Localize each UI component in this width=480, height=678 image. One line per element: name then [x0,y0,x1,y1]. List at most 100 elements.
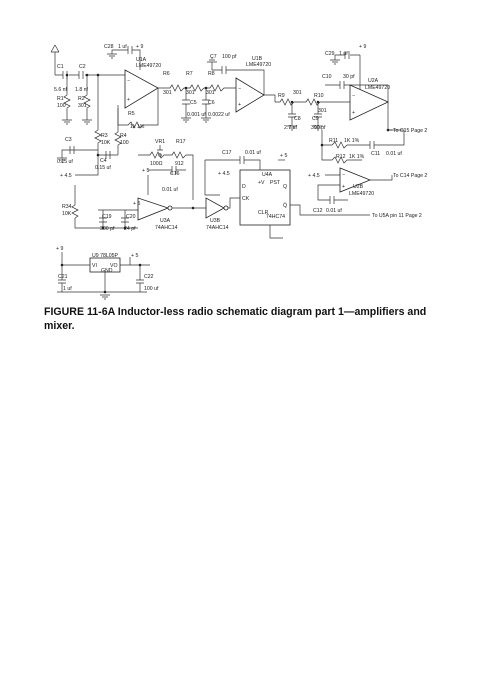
label-c11-value: 0.01 uf [386,151,402,157]
label-r5-value: 1k 1% [130,124,145,130]
label-plus45-a: + 4.5 [60,173,72,179]
label-u4a-part: 74HC74 [266,214,285,220]
label-c4-value: 0.15 uf [95,165,111,171]
label-plus5-d: + 5 [131,253,138,259]
label-u9: U9 78L05P [92,253,118,259]
label-c12-value: 0.01 uf [326,208,342,214]
pin-u1a-plus: + [127,97,130,103]
pin-u2b-minus: − [342,172,345,178]
label-c19-value: 300 pf [100,226,115,232]
label-c22: C22 [144,274,154,280]
label-c12: C12 [313,208,323,214]
label-vr1-value: 100Ω [150,161,163,167]
label-u2b: U2B [353,184,364,190]
label-u3a-part: 74AHC14 [155,225,178,231]
label-c11: C11 [371,151,380,157]
label-c1: C1 [57,64,64,70]
label-c8: C8 [294,116,301,122]
label-u2b-part: LME49720 [349,191,374,197]
label-r3-value: 10K [101,140,111,146]
label-u3b: U3B [210,218,221,224]
label-plus45-b: + 4.5 [218,171,230,177]
u2a-opamp [349,84,389,121]
label-r7-value: 301 [186,90,195,96]
label-r9-value: 301 [293,90,302,96]
label-c7: C7 [210,54,217,60]
label-r6: R6 [163,71,170,77]
label-r17: R17 [176,139,186,145]
schematic-diagram: C28 1 uf + 9 U1A LME49720 C1 5.6 nf C2 1… [50,44,427,300]
label-c2-value: 1.8 nf [75,87,89,93]
label-c28: C28 [104,44,114,50]
label-c5: C5 [190,100,197,106]
u3a-inverter [137,197,170,221]
label-c21-value: 1 uf [63,286,72,292]
label-c9-value: 300 pf [311,125,326,131]
label-plus45-c: + 4.5 [308,173,320,179]
pin-vplus: +V [258,180,265,186]
label-c8-value: 2.7 nf [284,125,298,131]
label-plus9-a: + 9 [136,44,143,50]
label-c17-value: 0.01 uf [245,150,261,156]
pin-u2a-plus: + [352,110,355,116]
label-r1-value: 100 [57,103,66,109]
component-labels: C28 1 uf + 9 U1A LME49720 C1 5.6 nf C2 1… [54,44,427,292]
label-u1a-part: LME49720 [136,63,161,69]
label-r9: R9 [278,93,285,99]
label-c6: C6 [208,100,215,106]
label-u2a-part: LME49720 [365,85,390,91]
label-r17-value: 912 [175,161,184,167]
label-u1b: U1B [252,56,263,62]
label-c10-value: 30 pf [343,74,355,80]
label-c9: C9 [312,116,319,122]
label-c16-value: 0.01 uf [162,187,178,193]
pin-u1a-minus: − [127,78,130,84]
label-c22-value: 100 uf [144,286,159,292]
label-r4-value: 100 [120,140,129,146]
pin-vo: VO [110,263,118,269]
label-r11: R11 [329,138,338,144]
label-r2: R2 [78,96,85,102]
label-r5: R5 [128,111,135,117]
label-vr1: VR1 [155,139,165,145]
pin-u1b-minus: − [238,86,241,92]
label-u3a: U3A [160,218,171,224]
label-r12-value: 1K 1% [349,154,365,160]
label-r11-value: 1K 1% [344,138,360,144]
pin-u2a-minus: − [352,93,355,99]
u2b-opamp [339,167,372,193]
label-c29: C29 [325,51,335,57]
label-c4: C4 [100,158,107,164]
label-c17: C17 [222,150,232,156]
label-c21: C21 [58,274,68,280]
label-r10: R10 [314,93,324,99]
label-c3-value: 0.15 uf [57,159,73,165]
label-c29-value: 1 uf [339,51,348,57]
pin-gnd: GND [101,268,113,274]
label-to-c15: To C15 Page 2 [393,128,427,134]
pin-u1b-plus: + [238,102,241,108]
wiring [50,44,405,300]
label-c7-value: 100 pf [222,54,237,60]
u3b-inverter [205,197,225,219]
label-r4: R4 [120,133,127,139]
label-c3: C3 [65,137,72,143]
label-to-u5a: To U5A pin 11 Page 2 [372,213,422,219]
label-c20: C20 [126,214,136,220]
figure-caption: FIGURE 11-6A Inductor-less radio schemat… [44,306,427,332]
label-r1: R1 [57,96,64,102]
pin-vi: VI [92,263,97,269]
pin-qbar: Q̄ [283,202,287,209]
opamps [89,69,389,273]
label-u1a: U1A [136,57,147,63]
label-plus5-a: + 5 [142,168,149,174]
u1a-opamp [124,69,159,109]
label-r6-value: 301 [163,90,172,96]
label-c6-value: 0.0022 uf [208,112,230,118]
label-r10-value: 301 [318,108,327,114]
junction-dots [60,73,390,294]
label-r12: R12 [336,154,346,160]
label-c28-value: 1 uf [118,44,127,50]
label-c20-value: 24 pf [124,226,136,232]
label-r3: R3 [101,133,108,139]
